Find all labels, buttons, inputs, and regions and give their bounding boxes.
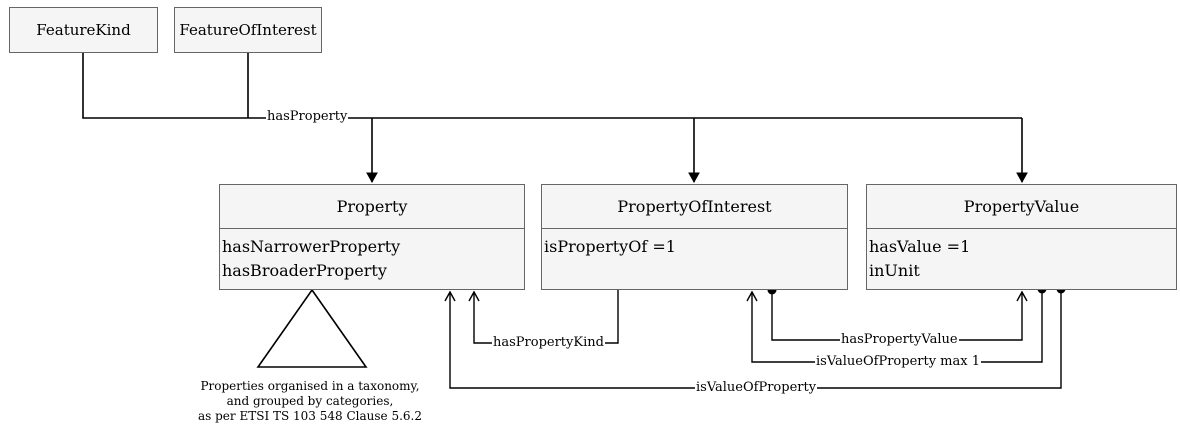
feature-kind-label: FeatureKind	[36, 21, 131, 39]
attribute-has-narrower-property: hasNarrowerProperty	[222, 237, 401, 256]
feature-kind-box[interactable]: FeatureKind	[9, 7, 158, 53]
feature-of-interest-box[interactable]: FeatureOfInterest	[174, 7, 322, 53]
feature-of-interest-label: FeatureOfInterest	[179, 21, 317, 39]
taxonomy-note-line: Properties organised in a taxonomy,	[200, 379, 420, 393]
attribute-has-broader-property: hasBroaderProperty	[222, 261, 387, 280]
is-value-of-property-max-edge	[746, 289, 1043, 363]
has-property-label: hasProperty	[266, 109, 349, 124]
has-property-value-label: hasPropertyValue	[840, 332, 959, 347]
property-of-interest-class-attributes: isPropertyOf =1	[542, 229, 847, 259]
is-value-of-property-max-label: isValueOfProperty max 1	[815, 354, 981, 369]
taxonomy-note-line: as per ETSI TS 103 548 Clause 5.6.2	[198, 409, 422, 423]
property-value-class-attributes: hasValue =1 inUnit	[867, 229, 1176, 283]
property-value-class-title: PropertyValue	[867, 185, 1176, 229]
has-property-kind-label: hasPropertyKind	[492, 335, 605, 350]
taxonomy-note-line: and grouped by categories,	[226, 394, 394, 408]
taxonomy-triangle-icon	[256, 288, 368, 368]
property-of-interest-class[interactable]: PropertyOfInterest isPropertyOf =1	[541, 184, 848, 290]
attribute-is-property-of: isPropertyOf =1	[544, 237, 676, 256]
property-class[interactable]: Property hasNarrowerProperty hasBroaderP…	[219, 184, 525, 290]
taxonomy-note: Properties organised in a taxonomy, and …	[180, 379, 440, 424]
attribute-in-unit: inUnit	[869, 261, 920, 280]
property-value-class[interactable]: PropertyValue hasValue =1 inUnit	[866, 184, 1177, 290]
property-class-attributes: hasNarrowerProperty hasBroaderProperty	[220, 229, 524, 283]
property-class-title: Property	[220, 185, 524, 229]
property-of-interest-class-title: PropertyOfInterest	[542, 185, 847, 229]
attribute-has-value: hasValue =1	[869, 237, 971, 256]
has-property-edge	[82, 53, 1022, 119]
is-value-of-property-label: isValueOfProperty	[695, 380, 818, 395]
